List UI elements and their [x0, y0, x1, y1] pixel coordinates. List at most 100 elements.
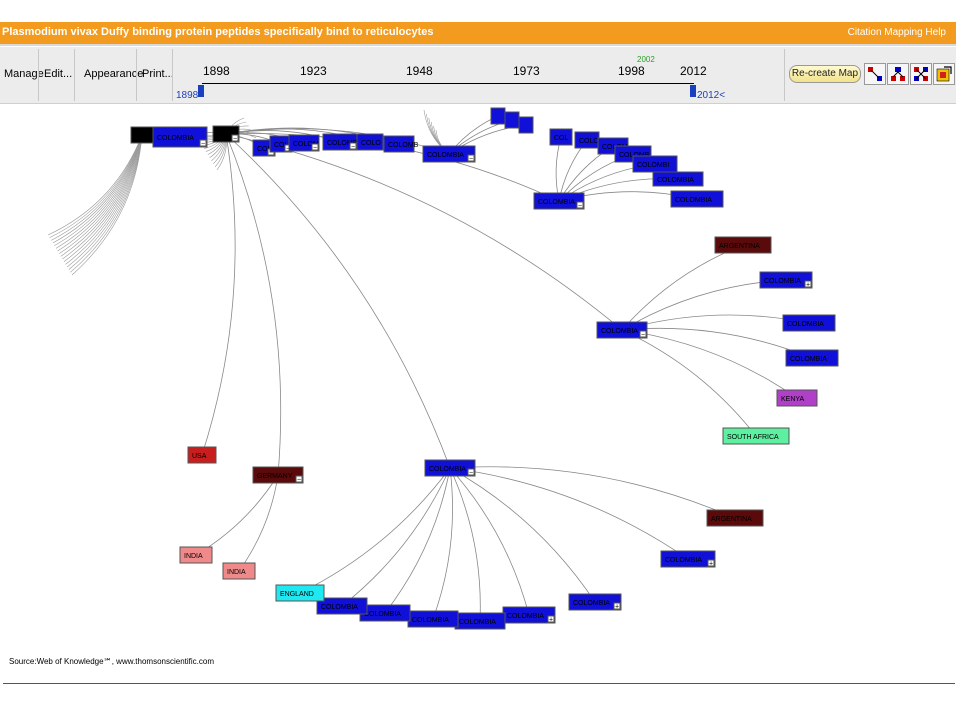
- manage-menu[interactable]: Manage: [4, 68, 44, 80]
- map-node-usa[interactable]: USA: [187, 446, 217, 464]
- expand-forward-icon[interactable]: [864, 63, 886, 85]
- map-node-b0[interactable]: COLOMBIA−: [424, 459, 476, 477]
- node-box[interactable]: [252, 466, 304, 484]
- node-label: COLOMB: [388, 142, 419, 149]
- node-box[interactable]: [275, 584, 325, 602]
- map-node-c7[interactable]: SOUTH AFRICA: [722, 427, 790, 445]
- node-box[interactable]: [722, 427, 790, 445]
- node-box[interactable]: [652, 171, 704, 187]
- node-box[interactable]: [179, 546, 213, 564]
- map-node-b6[interactable]: COLOMBIA: [407, 610, 459, 628]
- expand-node-icon[interactable]: [707, 559, 715, 567]
- map-node-c6[interactable]: KENYA: [776, 389, 818, 407]
- timeline-start-handle[interactable]: [196, 83, 206, 99]
- node-label: ENGLAND: [280, 591, 314, 598]
- map-node-r5[interactable]: COLOMBI: [632, 155, 678, 173]
- map-node-root[interactable]: COLOMBIA−: [152, 126, 208, 148]
- collapse-node-icon[interactable]: [199, 139, 207, 147]
- node-box[interactable]: [152, 126, 208, 148]
- map-node-c1[interactable]: ARGENTINA: [714, 236, 772, 254]
- plus-icon: +: [549, 617, 553, 624]
- map-node-b8[interactable]: COLOMBIA: [316, 597, 368, 615]
- node-box[interactable]: [356, 133, 384, 151]
- collapse-all-icon[interactable]: [910, 63, 932, 85]
- map-node-t6[interactable]: COLOMB: [383, 135, 419, 153]
- node-box[interactable]: [533, 192, 585, 210]
- node-box[interactable]: [782, 314, 836, 332]
- node-box[interactable]: [776, 389, 818, 407]
- map-node-t5[interactable]: COLO: [356, 133, 384, 151]
- map-node-c3[interactable]: COLOMBIA−: [596, 321, 648, 339]
- citation-mapping-help-link[interactable]: Citation Mapping Help: [847, 27, 946, 38]
- node-box[interactable]: [660, 550, 716, 568]
- map-node-in2[interactable]: INDIA: [222, 562, 256, 580]
- map-node-in1[interactable]: INDIA: [179, 546, 213, 564]
- export-icon[interactable]: [933, 63, 955, 85]
- map-node-c5[interactable]: COLOMBIA: [785, 349, 839, 367]
- expand-backward-icon[interactable]: [887, 63, 909, 85]
- node-box[interactable]: [504, 111, 520, 129]
- map-node-t10[interactable]: [518, 116, 534, 134]
- map-node-r2[interactable]: COLO: [574, 131, 600, 149]
- map-node-t7[interactable]: COLOMBIA−: [422, 145, 476, 163]
- citation-edge: [621, 314, 810, 331]
- map-node-b5[interactable]: COLOMBIA: [454, 612, 506, 630]
- node-box[interactable]: [222, 562, 256, 580]
- node-box[interactable]: [518, 116, 534, 134]
- menu-divider: [38, 49, 39, 101]
- print-menu[interactable]: Print...: [142, 68, 174, 80]
- collapse-node-icon[interactable]: [349, 142, 357, 150]
- collapse-node-icon[interactable]: [295, 475, 303, 483]
- node-box[interactable]: [424, 459, 476, 477]
- map-node-c2[interactable]: COLOMBIA+: [759, 271, 813, 289]
- map-node-b2[interactable]: COLOMBIA+: [660, 550, 716, 568]
- map-node-fwd[interactable]: FWD−: [212, 125, 240, 143]
- collapse-node-icon[interactable]: [467, 154, 475, 162]
- expand-node-icon[interactable]: [547, 615, 555, 623]
- map-node-c4[interactable]: COLOMBIA: [782, 314, 836, 332]
- expand-node-icon[interactable]: [804, 280, 812, 288]
- citing-link-edge: [59, 134, 143, 254]
- collapse-node-icon[interactable]: [467, 468, 475, 476]
- node-box[interactable]: [422, 145, 476, 163]
- node-box[interactable]: [383, 135, 415, 153]
- collapse-node-icon[interactable]: [576, 201, 584, 209]
- map-node-t9[interactable]: [504, 111, 520, 129]
- map-node-r1[interactable]: COL: [549, 128, 573, 146]
- timeline-end-handle[interactable]: [688, 83, 698, 99]
- edit-menu[interactable]: Edit...: [44, 68, 73, 80]
- node-box[interactable]: [670, 190, 724, 208]
- map-node-b1[interactable]: ARGENTINA: [706, 509, 764, 527]
- node-box[interactable]: [785, 349, 839, 367]
- map-node-eng[interactable]: ENGLAND: [275, 584, 325, 602]
- collapse-node-icon[interactable]: [311, 143, 319, 151]
- node-box[interactable]: [568, 593, 622, 611]
- map-node-bac[interactable]: BAC: [130, 126, 154, 144]
- node-box[interactable]: [596, 321, 648, 339]
- appearance-menu[interactable]: Appearance: [84, 68, 144, 80]
- map-node-b4[interactable]: COLOMBIA+: [502, 606, 556, 624]
- expand-node-icon[interactable]: [613, 602, 621, 610]
- node-box[interactable]: [706, 509, 764, 527]
- map-node-r7[interactable]: COLOMBIA−: [533, 192, 585, 210]
- map-node-ger[interactable]: GERMANY−: [252, 466, 304, 484]
- map-node-t8[interactable]: [490, 107, 506, 125]
- node-box[interactable]: [490, 107, 506, 125]
- map-node-r6[interactable]: COLOMBIA: [652, 171, 704, 187]
- citing-link-edge: [67, 134, 143, 268]
- map-node-b3[interactable]: COLOMBIA+: [568, 593, 622, 611]
- map-node-t3[interactable]: COLOM−: [288, 134, 320, 152]
- recreate-map-button[interactable]: Re-create Map: [789, 65, 861, 83]
- node-box[interactable]: [759, 271, 813, 289]
- node-box[interactable]: [549, 128, 573, 146]
- map-node-t4[interactable]: COLOMB−: [322, 133, 358, 151]
- node-box[interactable]: [187, 446, 217, 464]
- citing-link-edge: [55, 134, 143, 249]
- collapse-node-icon[interactable]: [639, 330, 647, 338]
- node-box[interactable]: [714, 236, 772, 254]
- map-node-r8[interactable]: COLOMBIA: [670, 190, 724, 208]
- timeline-axis: [202, 83, 694, 84]
- collapse-node-icon[interactable]: [231, 134, 239, 142]
- node-box[interactable]: [316, 597, 368, 615]
